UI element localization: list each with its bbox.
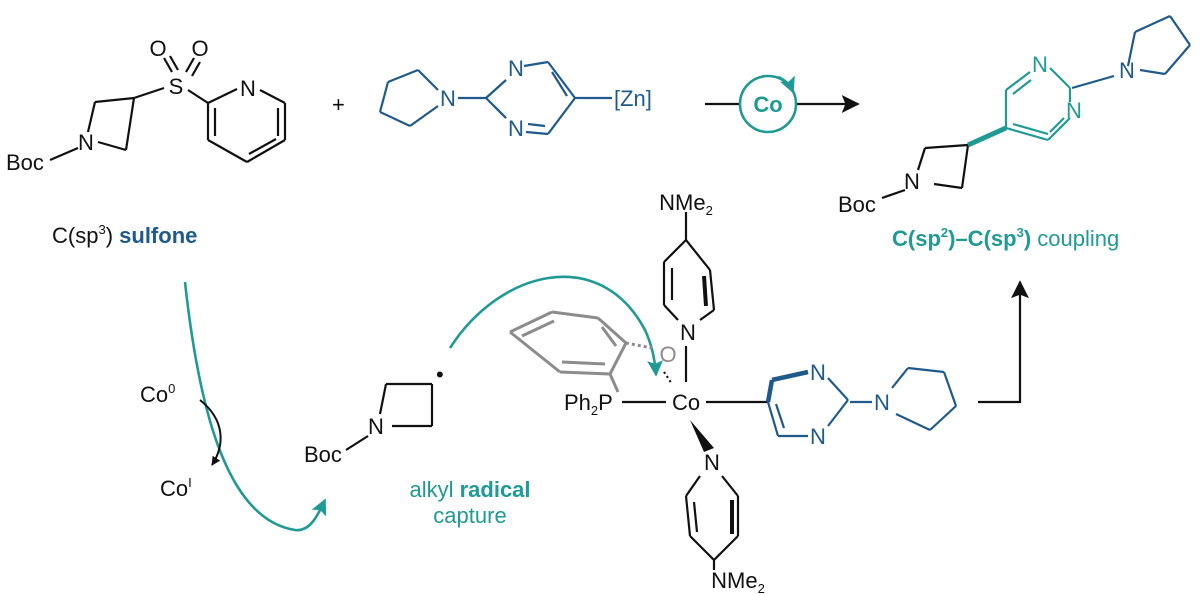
reductive-elimination-arrow (978, 280, 1029, 404)
pyrimidinyl-n-bottom: N (810, 424, 826, 449)
sulfone-o-atom-2: O (191, 36, 208, 61)
pyrimidinyl-ligand (765, 366, 958, 438)
top-dmap-n: N (680, 320, 696, 345)
radical-boc: Boc (304, 442, 342, 467)
zinc-pyrimidine-n-top: N (508, 56, 524, 81)
co-n-wedge-bond (690, 420, 714, 452)
complex-o-atom: O (659, 342, 676, 367)
complex-co-center: Co (672, 390, 700, 415)
azetidinyl-radical (345, 382, 434, 451)
sulfone-reactant (49, 55, 287, 163)
product-pyrrolidine-n: N (1119, 58, 1135, 83)
plus-sign: + (332, 92, 345, 117)
radical-generation-arrow (183, 281, 327, 532)
cobalt-bonds (622, 346, 768, 404)
sulfone-boc: Boc (6, 150, 44, 175)
co0-label: Co0 (140, 381, 175, 407)
zinc-label: [Zn] (614, 86, 652, 111)
catalyst-cycle-arrow (777, 75, 795, 94)
sulfone-label: C(sp3) sulfone (52, 222, 197, 248)
product-label: C(sp2)–C(sp3) coupling (892, 225, 1119, 251)
top-dmap-ligand (662, 212, 716, 321)
pyrimidinyl-pyrrolidine-n: N (874, 390, 890, 415)
bottom-dmap-ligand (684, 475, 740, 570)
radical-dot: • (436, 362, 444, 387)
product-pyrimidine-n-bottom: N (1066, 98, 1082, 123)
cobalt-reduction-arrow (199, 399, 222, 466)
complex-ph2p: Ph2P (564, 390, 613, 418)
top-dmap-nme2: NMe2 (659, 190, 713, 218)
zinc-pyrrolidine-n: N (440, 86, 456, 111)
product-boc: Boc (838, 192, 876, 217)
sulfone-azetidine-n: N (78, 130, 94, 155)
sulfone-s-atom: S (169, 74, 184, 99)
bottom-dmap-n: N (704, 450, 720, 475)
pyrimidinyl-n-top: N (810, 360, 826, 385)
sulfone-pyridine-n: N (240, 76, 256, 101)
zinc-reagent (378, 60, 612, 136)
sulfone-o-atom-1: O (149, 36, 166, 61)
capture-label-line2: capture (433, 503, 506, 528)
phenoxyphosphine-ring (509, 310, 653, 393)
product-pyrimidine-n-top: N (1032, 52, 1048, 77)
product (881, 14, 1191, 200)
capture-label-line1: alkyl radical (409, 477, 530, 502)
product-azetidine-n: N (904, 169, 920, 194)
bottom-dmap-nme2: NMe2 (711, 568, 765, 595)
zinc-pyrimidine-n-bottom: N (508, 116, 524, 141)
radical-capture-arrow (448, 275, 664, 377)
catalyst-label: Co (753, 92, 782, 117)
radical-n: N (368, 414, 384, 439)
coI-label: CoI (160, 475, 192, 501)
